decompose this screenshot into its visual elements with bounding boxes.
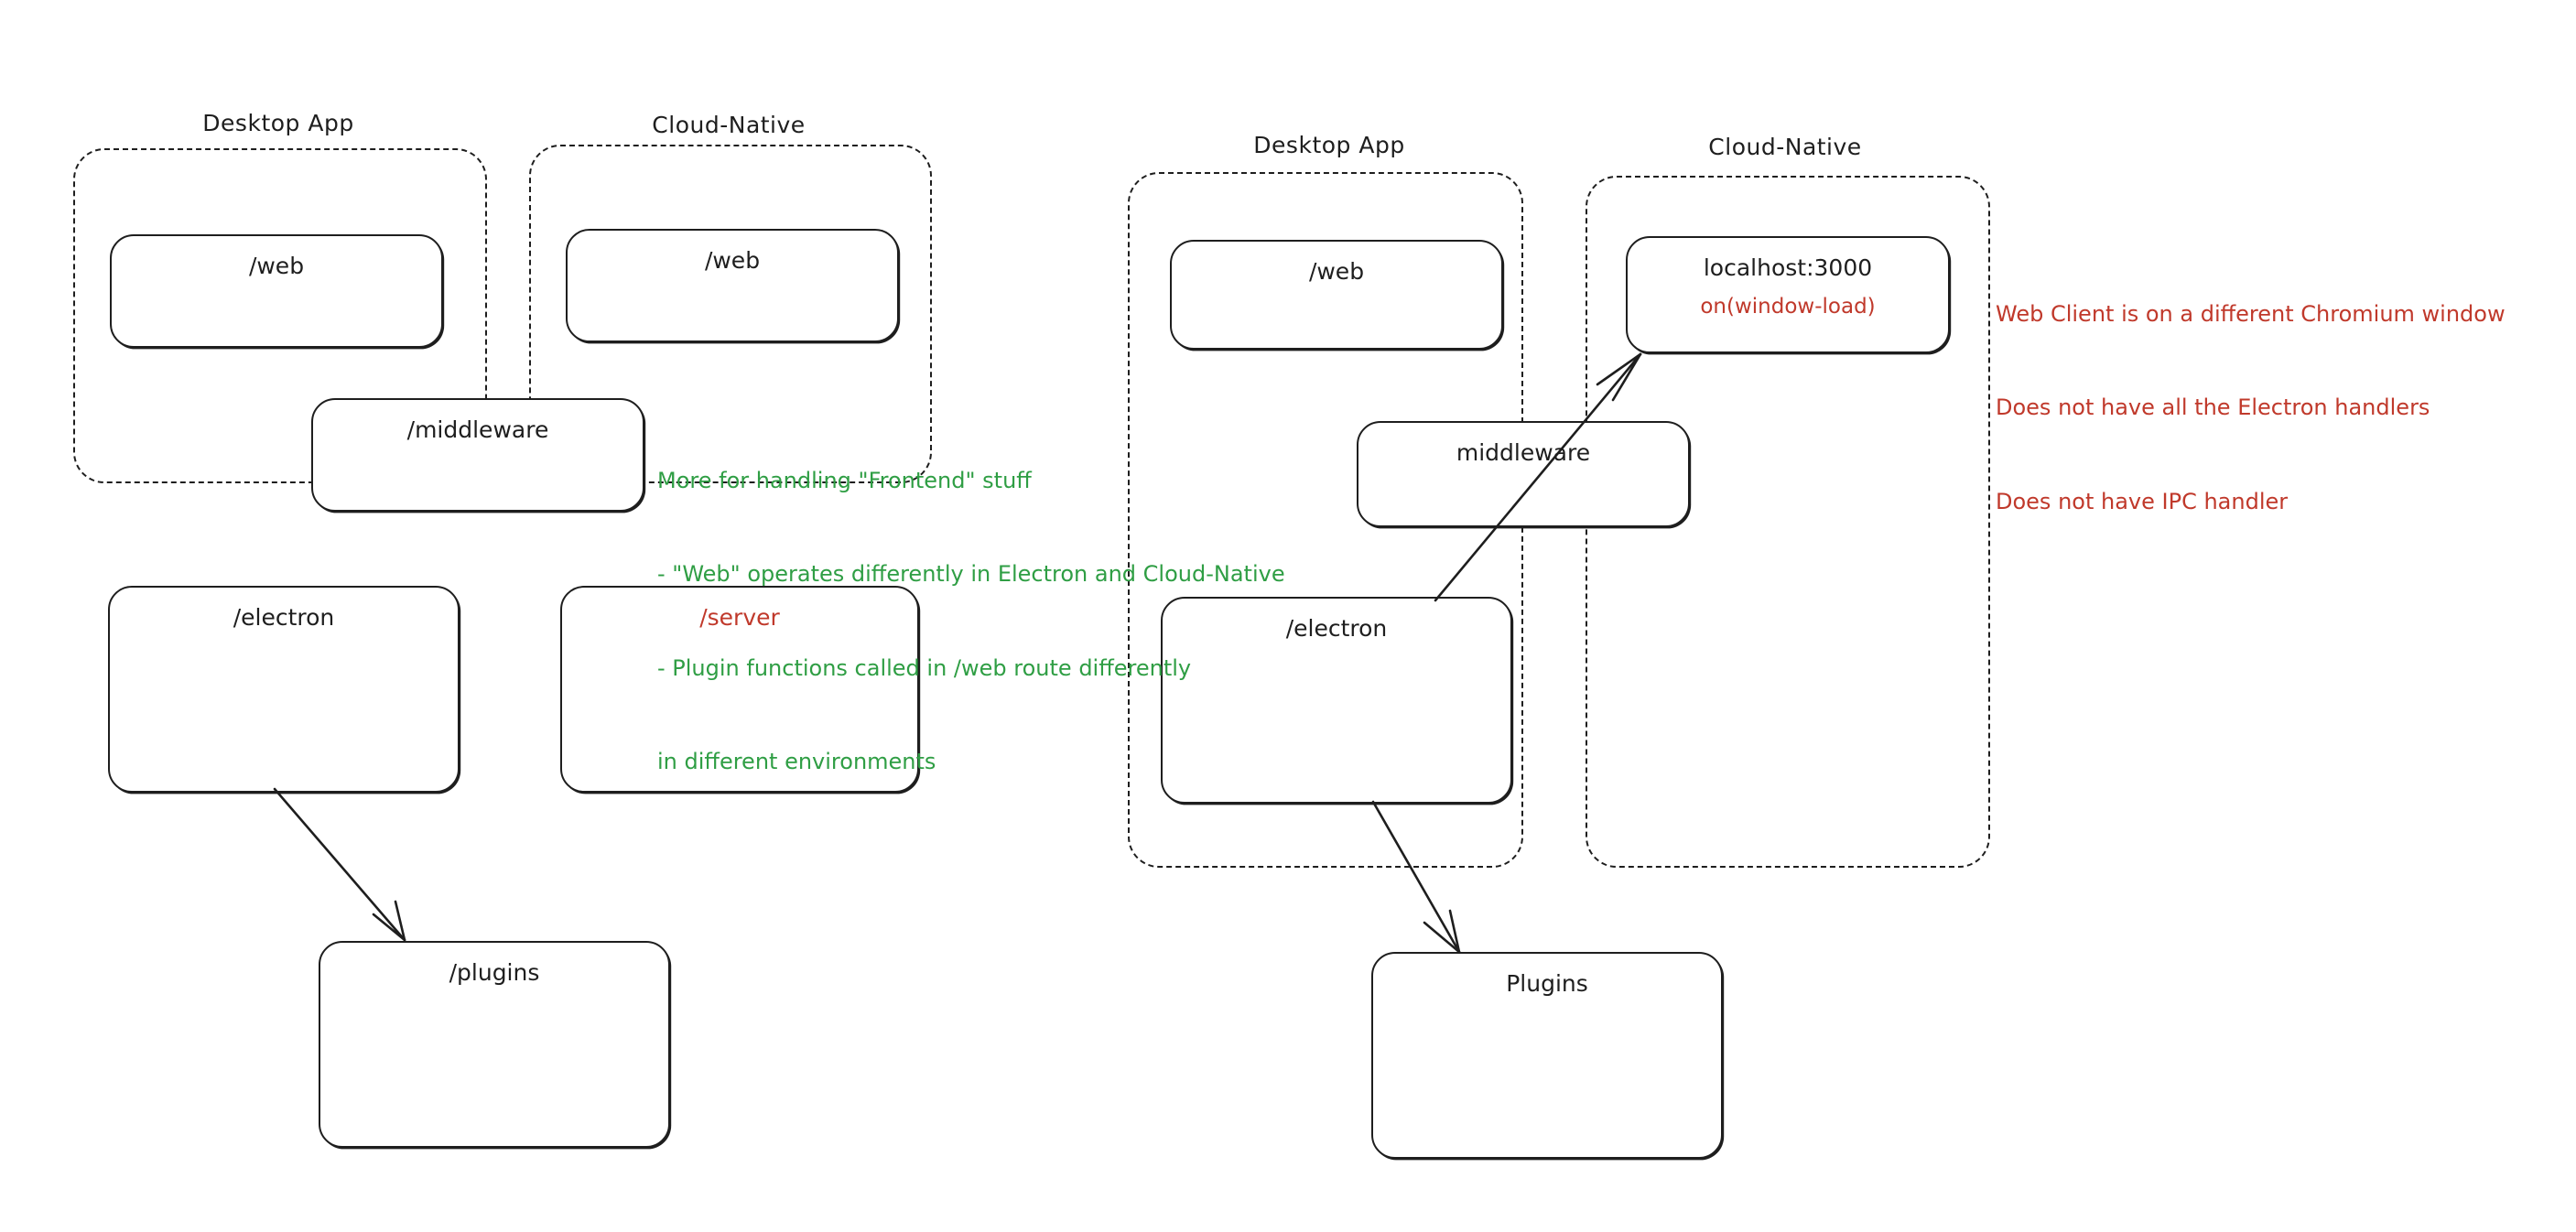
node-label: /web: [704, 247, 761, 274]
node-electron-left[interactable]: /electron: [108, 586, 460, 793]
annotation-red-web-client-note: Web Client is on a different Chromium wi…: [1996, 236, 2506, 579]
annotation-line: More for handling "Frontend" stuff: [657, 468, 1032, 494]
node-localhost-3000[interactable]: localhost:3000 on(window-load): [1626, 236, 1950, 353]
annotation-line: Does not have all the Electron handlers: [1996, 394, 2430, 421]
group-label-desktop-app-right: Desktop App: [1253, 132, 1405, 158]
node-label: /web: [248, 253, 305, 279]
annotation-line: in different environments: [657, 748, 936, 774]
node-label: /server: [699, 604, 780, 631]
node-electron-right[interactable]: /electron: [1161, 597, 1512, 804]
annotation-line: Web Client is on a different Chromium wi…: [1996, 301, 2506, 328]
left-diagram: Desktop App Cloud-Native /web /web /midd…: [0, 0, 1007, 1232]
node-web-desktop-left[interactable]: /web: [110, 234, 443, 348]
annotation-line: Does not have IPC handler: [1996, 488, 2289, 514]
node-web-right[interactable]: /web: [1170, 240, 1503, 350]
node-label: /web: [1308, 258, 1365, 285]
node-plugins-right[interactable]: Plugins: [1371, 952, 1723, 1159]
annotation-green-frontend-note: More for handling "Frontend" stuff - "We…: [657, 403, 1285, 839]
node-sublabel-on-window-load: on(window-load): [1700, 295, 1876, 319]
node-label: /electron: [233, 604, 335, 631]
annotation-line: - "Web" operates differently in Electron…: [657, 561, 1285, 588]
frame-desktop-app-left: [73, 148, 487, 483]
node-middleware-left[interactable]: /middleware: [311, 398, 644, 512]
group-label-cloud-native-right: Cloud-Native: [1708, 134, 1862, 160]
node-server-left[interactable]: /server: [560, 586, 919, 793]
node-label: /plugins: [449, 959, 540, 986]
node-plugins-left[interactable]: /plugins: [319, 941, 670, 1148]
node-label: localhost:3000: [1703, 254, 1873, 281]
frame-cloud-native-left: [529, 145, 932, 483]
node-web-cloud-left[interactable]: /web: [566, 229, 899, 342]
node-label: /middleware: [406, 416, 549, 443]
annotation-line: - Plugin functions called in /web route …: [657, 654, 1192, 681]
node-label: middleware: [1456, 439, 1591, 466]
node-middleware-right[interactable]: middleware: [1357, 421, 1690, 527]
node-label: Plugins: [1506, 970, 1588, 997]
group-label-cloud-native-left: Cloud-Native: [652, 112, 806, 138]
node-label: /electron: [1285, 615, 1388, 642]
group-label-desktop-app-left: Desktop App: [202, 110, 354, 136]
